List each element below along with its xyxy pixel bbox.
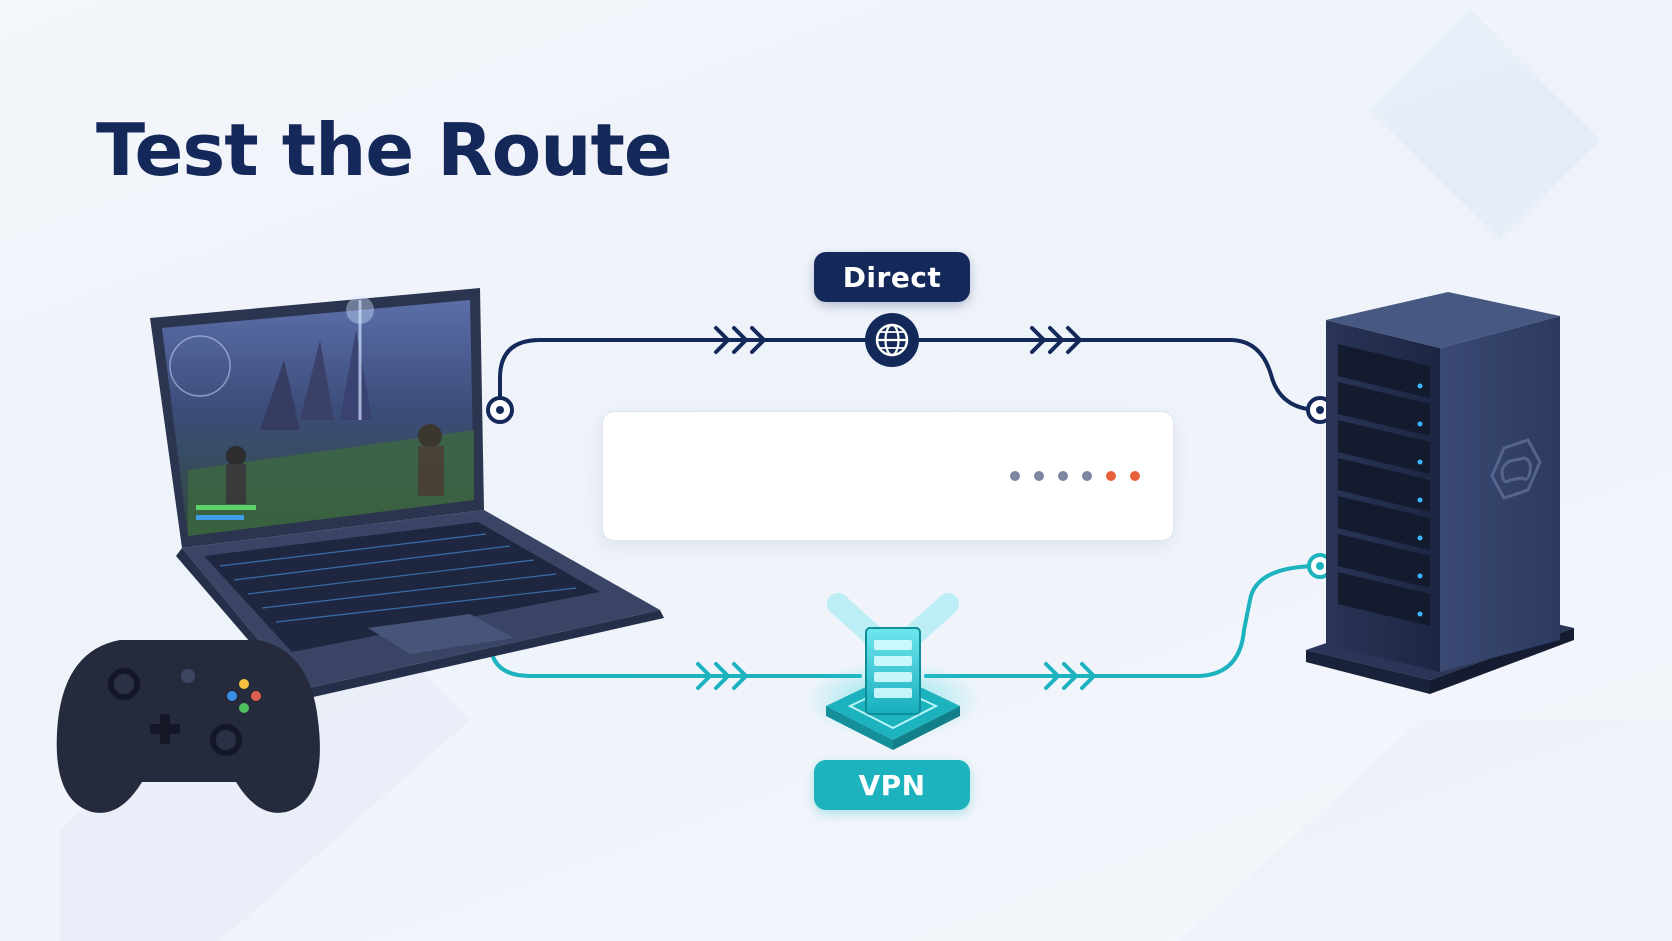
gamepad-icon	[56, 640, 320, 813]
packet-loss-dot	[1034, 471, 1044, 481]
server-rack-units	[1338, 344, 1430, 626]
vpn-arrows-right	[1044, 662, 1096, 690]
direct-arrows-right	[1030, 326, 1082, 354]
laptop-keyboard-glow	[219, 533, 577, 623]
vpn-arrows-left	[696, 662, 748, 690]
packet-loss-dot	[1106, 471, 1116, 481]
vpn-server-icon	[803, 593, 983, 750]
packet-loss-dot	[1130, 471, 1140, 481]
metrics-card	[602, 411, 1174, 541]
packet-loss-dot	[1058, 471, 1068, 481]
direct-route-label: Direct	[814, 252, 970, 302]
laptop-game-scene	[169, 296, 474, 536]
packet-loss-dot	[1082, 471, 1092, 481]
packet-loss-dot	[1010, 471, 1020, 481]
server-gamepad-emblem	[1490, 438, 1542, 500]
direct-arrows-left	[714, 326, 766, 354]
laptop-icon	[150, 288, 664, 700]
game-server-icon	[1306, 292, 1574, 694]
packet-loss-dots	[1010, 471, 1140, 481]
vpn-route-label: VPN	[814, 760, 970, 810]
page-title: Test the Route	[96, 108, 673, 192]
globe-icon	[865, 313, 919, 367]
server-status-leds	[1417, 383, 1423, 617]
direct-route	[486, 326, 1334, 424]
